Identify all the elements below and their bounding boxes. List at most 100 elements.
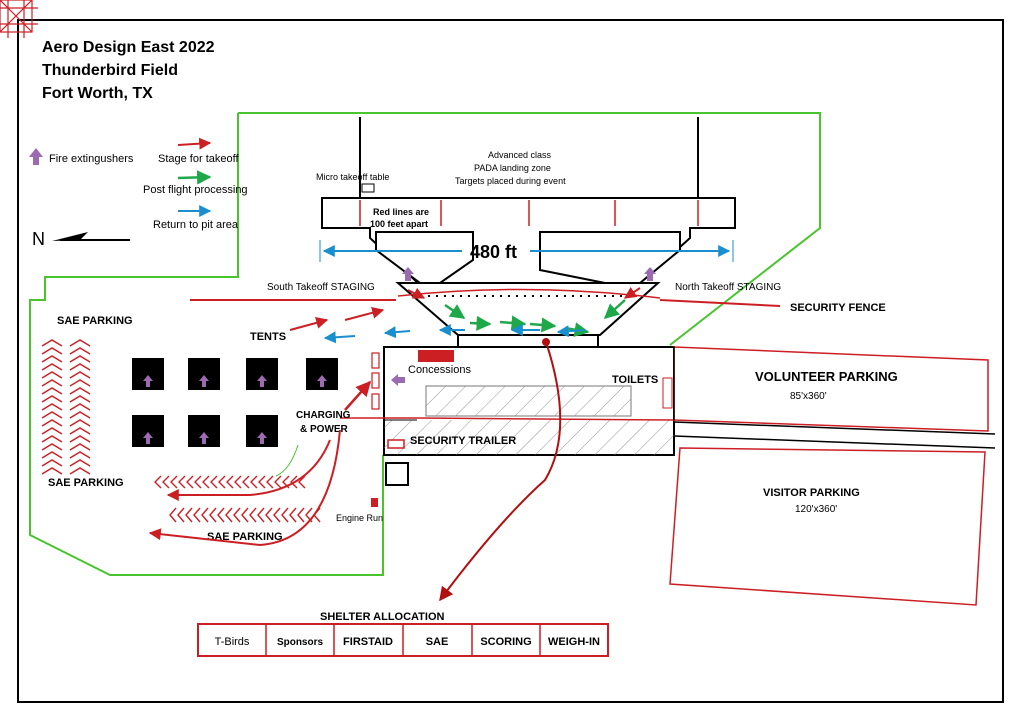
parking-stripe <box>297 507 305 523</box>
shelter-table: T-Birds Sponsors FIRSTAID SAE SCORING WE… <box>197 623 609 657</box>
shelter-cell: WEIGH-IN <box>548 636 600 648</box>
svg-text:Fort Worth, TX: Fort Worth, TX <box>42 85 153 102</box>
parking-stripe <box>69 403 91 411</box>
parking-stripe <box>154 475 162 489</box>
parking-stripe <box>41 451 63 459</box>
parking-stripe <box>178 475 186 489</box>
parking-stripe <box>41 363 63 371</box>
parking-stripe <box>209 507 217 523</box>
concessions-stand <box>418 350 454 362</box>
parking-stripe <box>41 435 63 443</box>
tent-2 <box>181 351 227 397</box>
svg-text:480 ft: 480 ft <box>470 242 517 262</box>
micro-takeoff-table <box>361 183 375 193</box>
parking-stripe <box>69 347 91 355</box>
parking-stripe <box>69 427 91 435</box>
parking-stripe <box>266 475 274 489</box>
parking-stripe <box>69 395 91 403</box>
parking-stripe <box>69 443 91 451</box>
parking-stripe <box>41 395 63 403</box>
parking-stripe <box>41 403 63 411</box>
parking-stripe <box>202 475 210 489</box>
storage-box <box>385 462 409 486</box>
parking-stripe <box>258 475 266 489</box>
parking-stripe <box>234 475 242 489</box>
svg-text:Thunderbird Field: Thunderbird Field <box>42 62 178 79</box>
parking-stripe <box>69 379 91 387</box>
north-label: N <box>32 229 45 249</box>
svg-text:Post flight processing: Post flight processing <box>143 184 248 196</box>
post-flight-arrows <box>444 299 626 338</box>
security-fence-east <box>659 299 781 307</box>
return-arrows <box>323 324 586 344</box>
parking-stripe <box>69 435 91 443</box>
parking-stripe <box>217 507 225 523</box>
fire-extinguisher-icon <box>29 148 43 165</box>
parking-stripe <box>193 507 201 523</box>
tents-grid <box>0 0 38 38</box>
parking-stripe <box>41 347 63 355</box>
map-title: Aero Design East 2022 Thunderbird Field … <box>42 39 215 102</box>
parking-stripe <box>249 507 257 523</box>
sae-parking-south <box>154 475 321 523</box>
security-trailer <box>387 439 405 449</box>
svg-text:SAE PARKING: SAE PARKING <box>48 477 124 489</box>
parking-stripe <box>226 475 234 489</box>
length-dimension: 480 ft <box>319 240 734 262</box>
parking-stripe <box>41 467 63 475</box>
svg-text:Engine Run: Engine Run <box>336 513 383 523</box>
parking-stripe <box>41 355 63 363</box>
parking-stripe <box>265 507 273 523</box>
parking-stripe <box>69 411 91 419</box>
parking-stripe <box>194 475 202 489</box>
svg-text:SHELTER ALLOCATION: SHELTER ALLOCATION <box>320 611 445 623</box>
tent-4 <box>299 351 345 397</box>
parking-stripe <box>41 387 63 395</box>
pit-building <box>340 346 675 456</box>
parking-stripe <box>41 443 63 451</box>
svg-text:Micro takeoff table: Micro takeoff table <box>316 172 389 182</box>
tent-5 <box>125 408 171 454</box>
svg-text:CHARGING: CHARGING <box>296 410 351 421</box>
svg-text:Return to pit area: Return to pit area <box>153 219 239 231</box>
parking-stripe <box>69 339 91 347</box>
parking-stripe <box>69 459 91 467</box>
parking-stripe <box>69 387 91 395</box>
svg-text:TOILETS: TOILETS <box>612 374 658 386</box>
svg-text:PADA landing zone: PADA landing zone <box>474 163 551 173</box>
parking-stripe <box>298 475 306 489</box>
svg-text:& POWER: & POWER <box>300 424 349 435</box>
parking-stripe <box>281 507 289 523</box>
parking-stripe <box>242 475 250 489</box>
svg-text:Targets placed during event: Targets placed during event <box>455 176 566 186</box>
parking-stripe <box>69 467 91 475</box>
parking-stripe <box>41 379 63 387</box>
parking-stripe <box>41 427 63 435</box>
property-boundary-west <box>29 113 384 576</box>
property-boundary <box>238 112 821 346</box>
svg-text:85'x360': 85'x360' <box>790 391 827 402</box>
svg-text:North Takeoff STAGING: North Takeoff STAGING <box>675 282 781 293</box>
visitor-parking <box>669 447 986 606</box>
svg-text:100 feet apart: 100 feet apart <box>370 219 428 229</box>
svg-text:SAE PARKING: SAE PARKING <box>57 315 133 327</box>
parking-stripe <box>69 355 91 363</box>
svg-text:South Takeoff STAGING: South Takeoff STAGING <box>267 282 375 293</box>
parking-stripe <box>257 507 265 523</box>
parking-stripe <box>225 507 233 523</box>
parking-stripe <box>233 507 241 523</box>
svg-text:Concessions: Concessions <box>408 364 471 376</box>
svg-text:SAE PARKING: SAE PARKING <box>207 531 283 543</box>
legend: Fire extingushers Stage for takeoff Post… <box>29 137 248 249</box>
parking-stripe <box>185 507 193 523</box>
tent-6 <box>181 408 227 454</box>
parking-stripe <box>162 475 170 489</box>
red-distance-lines <box>359 200 699 226</box>
stage-arrows <box>289 287 641 331</box>
parking-stripe <box>289 507 297 523</box>
parking-stripe <box>290 475 298 489</box>
access-road <box>673 421 996 449</box>
parking-stripe <box>177 507 185 523</box>
svg-text:SECURITY TRAILER: SECURITY TRAILER <box>410 435 516 447</box>
